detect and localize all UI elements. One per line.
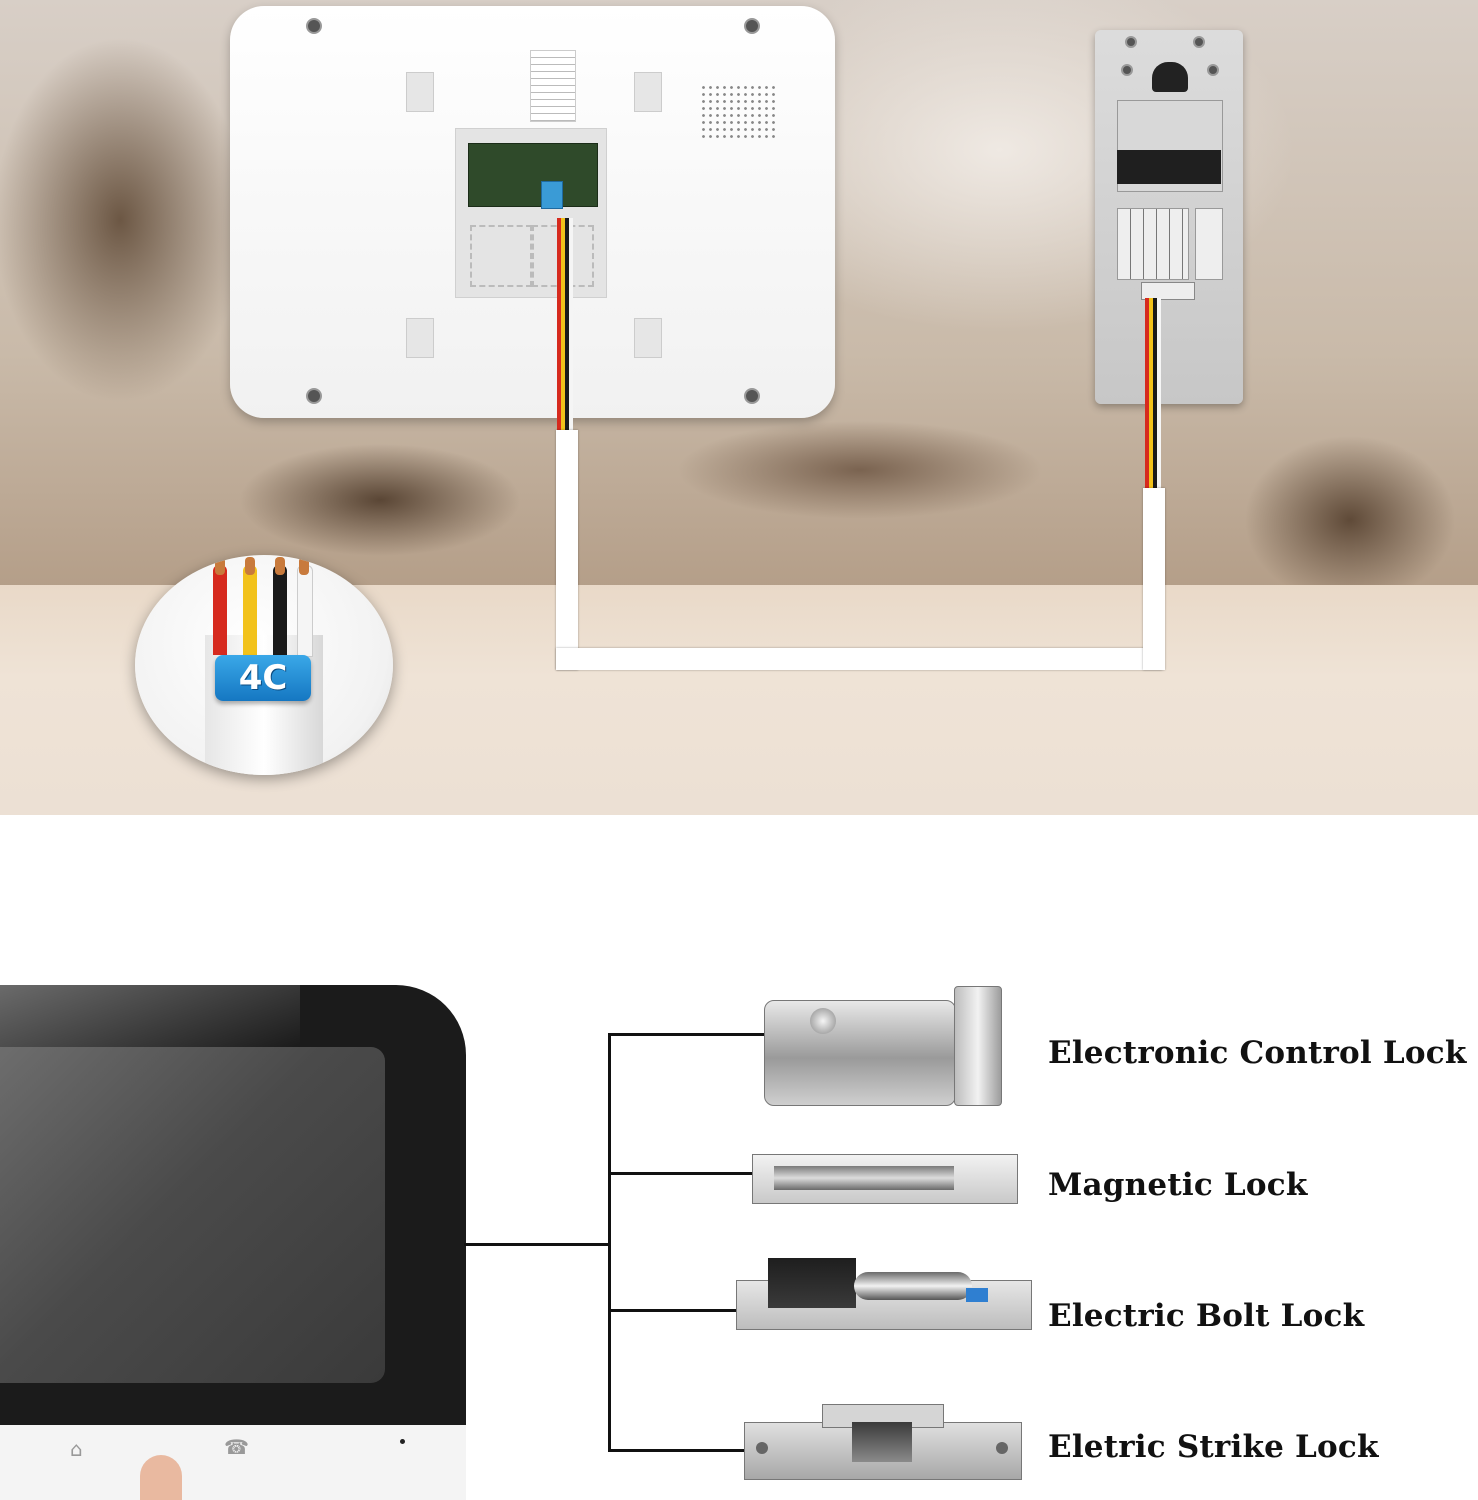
cable-segment bbox=[556, 648, 1162, 670]
screw bbox=[306, 18, 322, 34]
home-icon: ⌂ bbox=[70, 1437, 83, 1461]
lock-label: Magnetic Lock bbox=[1048, 1167, 1308, 1203]
connector-branch bbox=[608, 1309, 738, 1312]
screen-glare bbox=[0, 985, 300, 1047]
cable-4c-label: 4C bbox=[215, 655, 311, 701]
camera-hole bbox=[1152, 62, 1188, 92]
mount-slot bbox=[634, 72, 662, 112]
wire-red bbox=[557, 218, 561, 430]
wire-black bbox=[1153, 298, 1157, 488]
terminal-label bbox=[530, 50, 576, 122]
magnetic-lock-icon bbox=[752, 1154, 1018, 1204]
screw bbox=[1207, 64, 1219, 76]
terminal-recess bbox=[455, 128, 607, 298]
wire-connector bbox=[541, 181, 563, 209]
copper-tip bbox=[245, 557, 255, 575]
terminal-label bbox=[1117, 208, 1189, 280]
copper-tip bbox=[215, 557, 225, 575]
screw bbox=[744, 388, 760, 404]
monitor-bezel: ⌂ ☎ bbox=[0, 1425, 466, 1500]
electronic-control-lock-icon bbox=[764, 980, 1004, 1106]
wire-yellow bbox=[1149, 298, 1153, 488]
copper-tip bbox=[275, 557, 285, 575]
electric-bolt-lock-icon bbox=[736, 1258, 1032, 1330]
mount-slot bbox=[634, 318, 662, 358]
circuit-board bbox=[468, 143, 598, 207]
wire-black bbox=[565, 218, 569, 430]
cable-segment bbox=[1143, 488, 1165, 670]
screw bbox=[1193, 36, 1205, 48]
wiring-scene: 4C bbox=[0, 0, 1478, 815]
connector-branch bbox=[608, 1172, 753, 1175]
copper-tip bbox=[299, 557, 309, 575]
mount-slot bbox=[406, 318, 434, 358]
connector-branch bbox=[608, 1033, 768, 1036]
outdoor-doorbell-panel bbox=[1095, 30, 1243, 404]
screw bbox=[306, 388, 322, 404]
screw bbox=[1121, 64, 1133, 76]
indoor-monitor-front: ⌂ ☎ bbox=[0, 985, 466, 1500]
knockout bbox=[470, 225, 532, 287]
mount-slot bbox=[406, 72, 434, 112]
screw bbox=[1125, 36, 1137, 48]
lock-label: Eletric Strike Lock bbox=[1048, 1429, 1379, 1465]
screw bbox=[744, 18, 760, 34]
handset-icon: ☎ bbox=[224, 1435, 249, 1459]
wire-yellow bbox=[561, 218, 565, 430]
wire-white bbox=[569, 218, 573, 430]
connector-line bbox=[464, 1243, 610, 1246]
wire-red bbox=[1145, 298, 1149, 488]
cable-type-badge: 4C bbox=[135, 555, 393, 775]
connector-trunk bbox=[608, 1033, 611, 1451]
speaker-grille bbox=[700, 84, 778, 142]
core-white bbox=[297, 565, 313, 657]
indicator-dot bbox=[400, 1439, 405, 1444]
wire-connector bbox=[1141, 282, 1195, 300]
electric-strike-lock-icon bbox=[744, 1404, 1024, 1480]
indoor-monitor-back bbox=[230, 6, 835, 418]
monitor-screen bbox=[0, 1047, 385, 1383]
lock-label: Electronic Control Lock bbox=[1048, 1035, 1467, 1071]
core-black bbox=[273, 565, 287, 655]
terminal-label bbox=[1195, 208, 1223, 280]
cable-segment bbox=[556, 430, 578, 670]
core-yellow bbox=[243, 565, 257, 655]
wire-white bbox=[1157, 298, 1161, 488]
core-red bbox=[213, 565, 227, 655]
connector-branch bbox=[608, 1449, 746, 1452]
finger-pressing bbox=[140, 1455, 182, 1500]
lock-label: Electric Bolt Lock bbox=[1048, 1298, 1365, 1334]
panel-dark-strip bbox=[1117, 150, 1221, 184]
